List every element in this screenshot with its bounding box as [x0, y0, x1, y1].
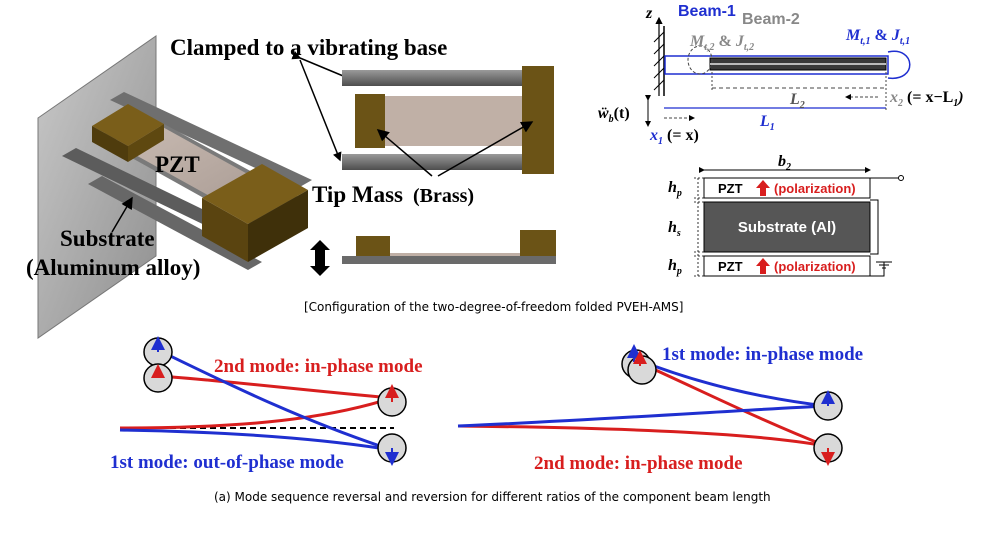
beam1-label: Beam-1 [678, 3, 736, 20]
right-mode1-beam2 [637, 358, 827, 408]
pointer-tipmass-1 [376, 129, 433, 177]
pointer-tipmass-2 [437, 121, 534, 177]
left-mode2-beam2 [157, 374, 393, 400]
side-view-brass-left [356, 236, 390, 256]
cross-section [694, 167, 904, 277]
thickness-dims [694, 177, 704, 277]
pointer-clamped-1 [291, 50, 349, 79]
polarization-bottom-text: (polarization) [774, 259, 856, 274]
pzt-top-layer [703, 177, 871, 199]
side-view [310, 230, 556, 276]
device-3d [37, 35, 312, 339]
wire-mid [870, 199, 879, 255]
pzt-top-text: PZT [718, 181, 743, 196]
x2-label: x2 (= x−L1) [889, 89, 964, 110]
tip-mass-1-circle [887, 50, 911, 79]
beam-upper-back [110, 92, 312, 188]
top-view [299, 59, 554, 177]
beam2-label: Beam-2 [742, 11, 800, 28]
z-label: z [645, 5, 653, 22]
top-view-brass-left [355, 94, 385, 148]
right-mode2-label: 2nd mode: in-phase mode [534, 453, 743, 474]
brass-block-left-side [92, 126, 128, 162]
right-mode1-beam1 [457, 404, 827, 428]
tipmass-label: Tip Mass (Brass) [312, 182, 474, 207]
schematic [645, 16, 911, 127]
left-mode1-beam2 [157, 348, 393, 452]
top-view-brass-right [522, 66, 554, 174]
right-tip-circle-b [627, 355, 657, 385]
pzt-bottom-text: PZT [718, 259, 743, 274]
pzt-label: PZT [155, 152, 200, 177]
polarization-top-text: (polarization) [774, 181, 856, 196]
side-view-beam [342, 256, 556, 264]
side-view-pzt [390, 253, 520, 256]
modes-right [457, 344, 843, 466]
left-mode2-label: 2nd mode: in-phase mode [214, 356, 423, 377]
polarization-arrow-top-icon [756, 180, 770, 196]
substrate-label: Substrate [60, 226, 155, 251]
left-mode1-beam1 [119, 428, 393, 452]
top-view-beam-upper [342, 70, 522, 86]
x1-label: x1 (= x) [649, 127, 699, 148]
mt1-jt1-label: Mt,1 & Jt,1 [845, 27, 910, 48]
substrate-layer [703, 201, 871, 253]
ground-icon [876, 261, 892, 269]
l2-label: L2 [789, 91, 805, 111]
vibration-arrow [310, 240, 330, 276]
pointer-clamped-2 [299, 59, 342, 162]
pointer-substrate [111, 196, 133, 233]
clamped-label: Clamped to a vibrating base [170, 35, 447, 60]
tip-mass-side [248, 190, 308, 262]
terminal [898, 175, 904, 181]
side-view-brass-right [520, 230, 556, 256]
tip-mass-top [202, 164, 308, 224]
mt2-jt2-label: Mt,2 & Jt,2 [689, 33, 754, 54]
top-view-beam-lower [342, 154, 522, 170]
left-mode2-beam1 [119, 396, 393, 430]
pzt-bottom-layer [703, 255, 871, 277]
l1-label: L1 [759, 113, 775, 133]
wall-hatch [653, 31, 665, 91]
wb-label: ẅb(t) [597, 105, 630, 125]
hs-label: hs [668, 219, 681, 239]
right-mode1-label: 1st mode: in-phase mode [662, 344, 863, 365]
polarization-arrow-bottom-icon [756, 258, 770, 274]
substrate-text: Substrate (Al) [738, 219, 836, 236]
left-mode1-label: 1st mode: out-of-phase mode [110, 452, 344, 473]
b2-label: b2 [778, 153, 791, 173]
substrate-material: (Aluminum alloy) [26, 255, 200, 280]
tip-mass-front [202, 198, 248, 262]
brass-block-left-top [92, 104, 164, 146]
tip-mass-2-circle [687, 45, 713, 75]
bottom-caption: (a) Mode sequence reversal and reversion… [214, 490, 771, 504]
brass-block-left-front [128, 124, 164, 162]
wire-bottom [870, 262, 885, 277]
hp-bot-label: hp [668, 257, 682, 277]
modes-left [119, 336, 407, 466]
top-caption: [Configuration of the two-degree-of-free… [304, 300, 684, 314]
hp-top-label: hp [668, 179, 682, 199]
beam-1-outline [664, 55, 889, 75]
right-mode2-beam1 [457, 424, 827, 448]
right-mode2-beam2 [637, 360, 827, 448]
